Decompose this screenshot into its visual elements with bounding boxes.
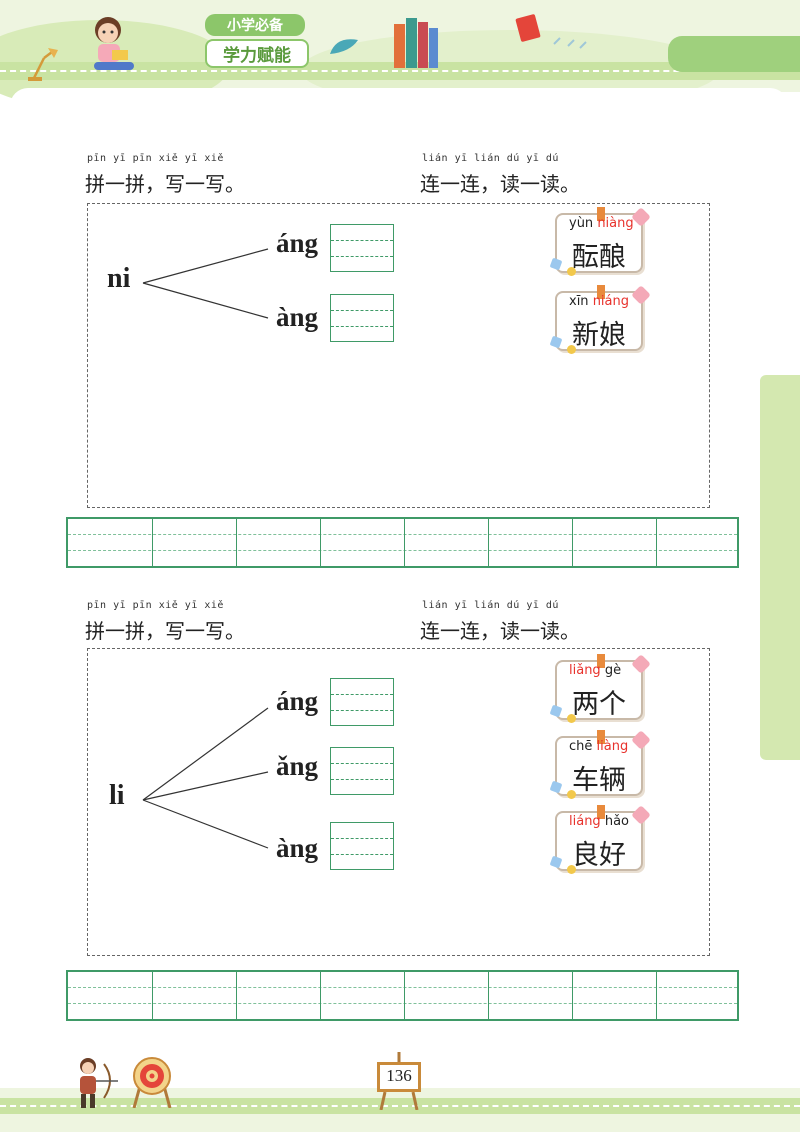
instruction-text: 连一连，读一读。 xyxy=(420,172,580,196)
word-card[interactable]: chē liàng 车辆 xyxy=(549,730,651,799)
instruction-text: 拼一拼，写一写。 xyxy=(85,619,245,643)
writing-grid[interactable] xyxy=(66,517,739,568)
answer-box[interactable] xyxy=(330,224,394,272)
word-card[interactable]: liáng hǎo 良好 xyxy=(549,805,651,874)
answer-box[interactable] xyxy=(330,678,394,726)
instruction-pinyin: pīn yī pīn xiě yī xiě xyxy=(87,600,224,611)
footer-road-dash xyxy=(0,1105,800,1107)
card-pinyin-1: xīn xyxy=(569,294,589,309)
card-pinyin-2: gè xyxy=(604,663,622,678)
red-book-icon xyxy=(515,14,541,42)
card-pinyin-1: chē xyxy=(569,739,593,754)
final-vowel: áng xyxy=(276,686,319,716)
header-road-dash xyxy=(0,70,800,72)
initial-consonant: ni xyxy=(107,263,131,294)
side-tab-right xyxy=(760,375,800,760)
sparkle-icon xyxy=(553,37,587,49)
girl-reading-icon xyxy=(94,17,134,70)
word-card[interactable]: xīn niáng 新娘 xyxy=(549,285,651,354)
final-vowel: àng xyxy=(276,833,319,863)
page-number: 136 xyxy=(386,1066,412,1085)
card-pinyin-2: niàng xyxy=(597,216,634,231)
desk-lamp-icon xyxy=(28,48,58,81)
card-word: 两个 xyxy=(572,689,626,720)
card-word: 良好 xyxy=(572,840,626,871)
answer-box[interactable] xyxy=(330,747,394,795)
card-word: 新娘 xyxy=(572,320,626,351)
card-word: 车辆 xyxy=(572,765,626,796)
exercise-box xyxy=(87,648,710,956)
answer-box[interactable] xyxy=(330,822,394,870)
word-card[interactable]: yùn niàng 酝酿 xyxy=(549,207,651,276)
card-pinyin-2: hǎo xyxy=(604,814,629,829)
instruction-text: 拼一拼，写一写。 xyxy=(85,172,245,196)
card-pinyin-2: liàng xyxy=(596,739,629,754)
initial-consonant: li xyxy=(109,780,125,811)
writing-grid[interactable] xyxy=(66,970,739,1021)
final-vowel: áng xyxy=(276,228,319,258)
instruction-pinyin: pīn yī pīn xiě yī xiě xyxy=(87,153,224,164)
answer-box[interactable] xyxy=(330,294,394,342)
card-pinyin-2: niáng xyxy=(592,294,629,309)
leaf-icon xyxy=(330,39,358,54)
instruction-text: 连一连，读一读。 xyxy=(420,619,580,643)
badge-line2: 学力赋能 xyxy=(205,39,309,68)
archer-icon xyxy=(80,1058,118,1108)
badge-line1: 小学必备 xyxy=(205,14,305,36)
word-card[interactable]: liǎng gè 两个 xyxy=(549,654,651,723)
card-pinyin-1: liáng xyxy=(569,814,601,829)
exercise-box xyxy=(87,203,710,508)
target-icon xyxy=(132,1057,172,1108)
card-pinyin-1: liǎng xyxy=(569,663,601,678)
easel-icon xyxy=(379,1052,419,1110)
books-icon xyxy=(394,18,438,68)
final-vowel: ǎng xyxy=(276,751,319,781)
card-pinyin-1: yùn xyxy=(569,216,594,231)
card-word: 酝酿 xyxy=(572,242,626,273)
final-vowel: àng xyxy=(276,302,319,332)
header-badge: 小学必备 学力赋能 xyxy=(205,14,310,68)
instruction-pinyin: lián yī lián dú yī dú xyxy=(422,153,559,164)
side-tab-top xyxy=(668,36,800,72)
page-card xyxy=(10,88,788,1088)
page-number-board xyxy=(377,1062,421,1092)
instruction-pinyin: lián yī lián dú yī dú xyxy=(422,600,559,611)
